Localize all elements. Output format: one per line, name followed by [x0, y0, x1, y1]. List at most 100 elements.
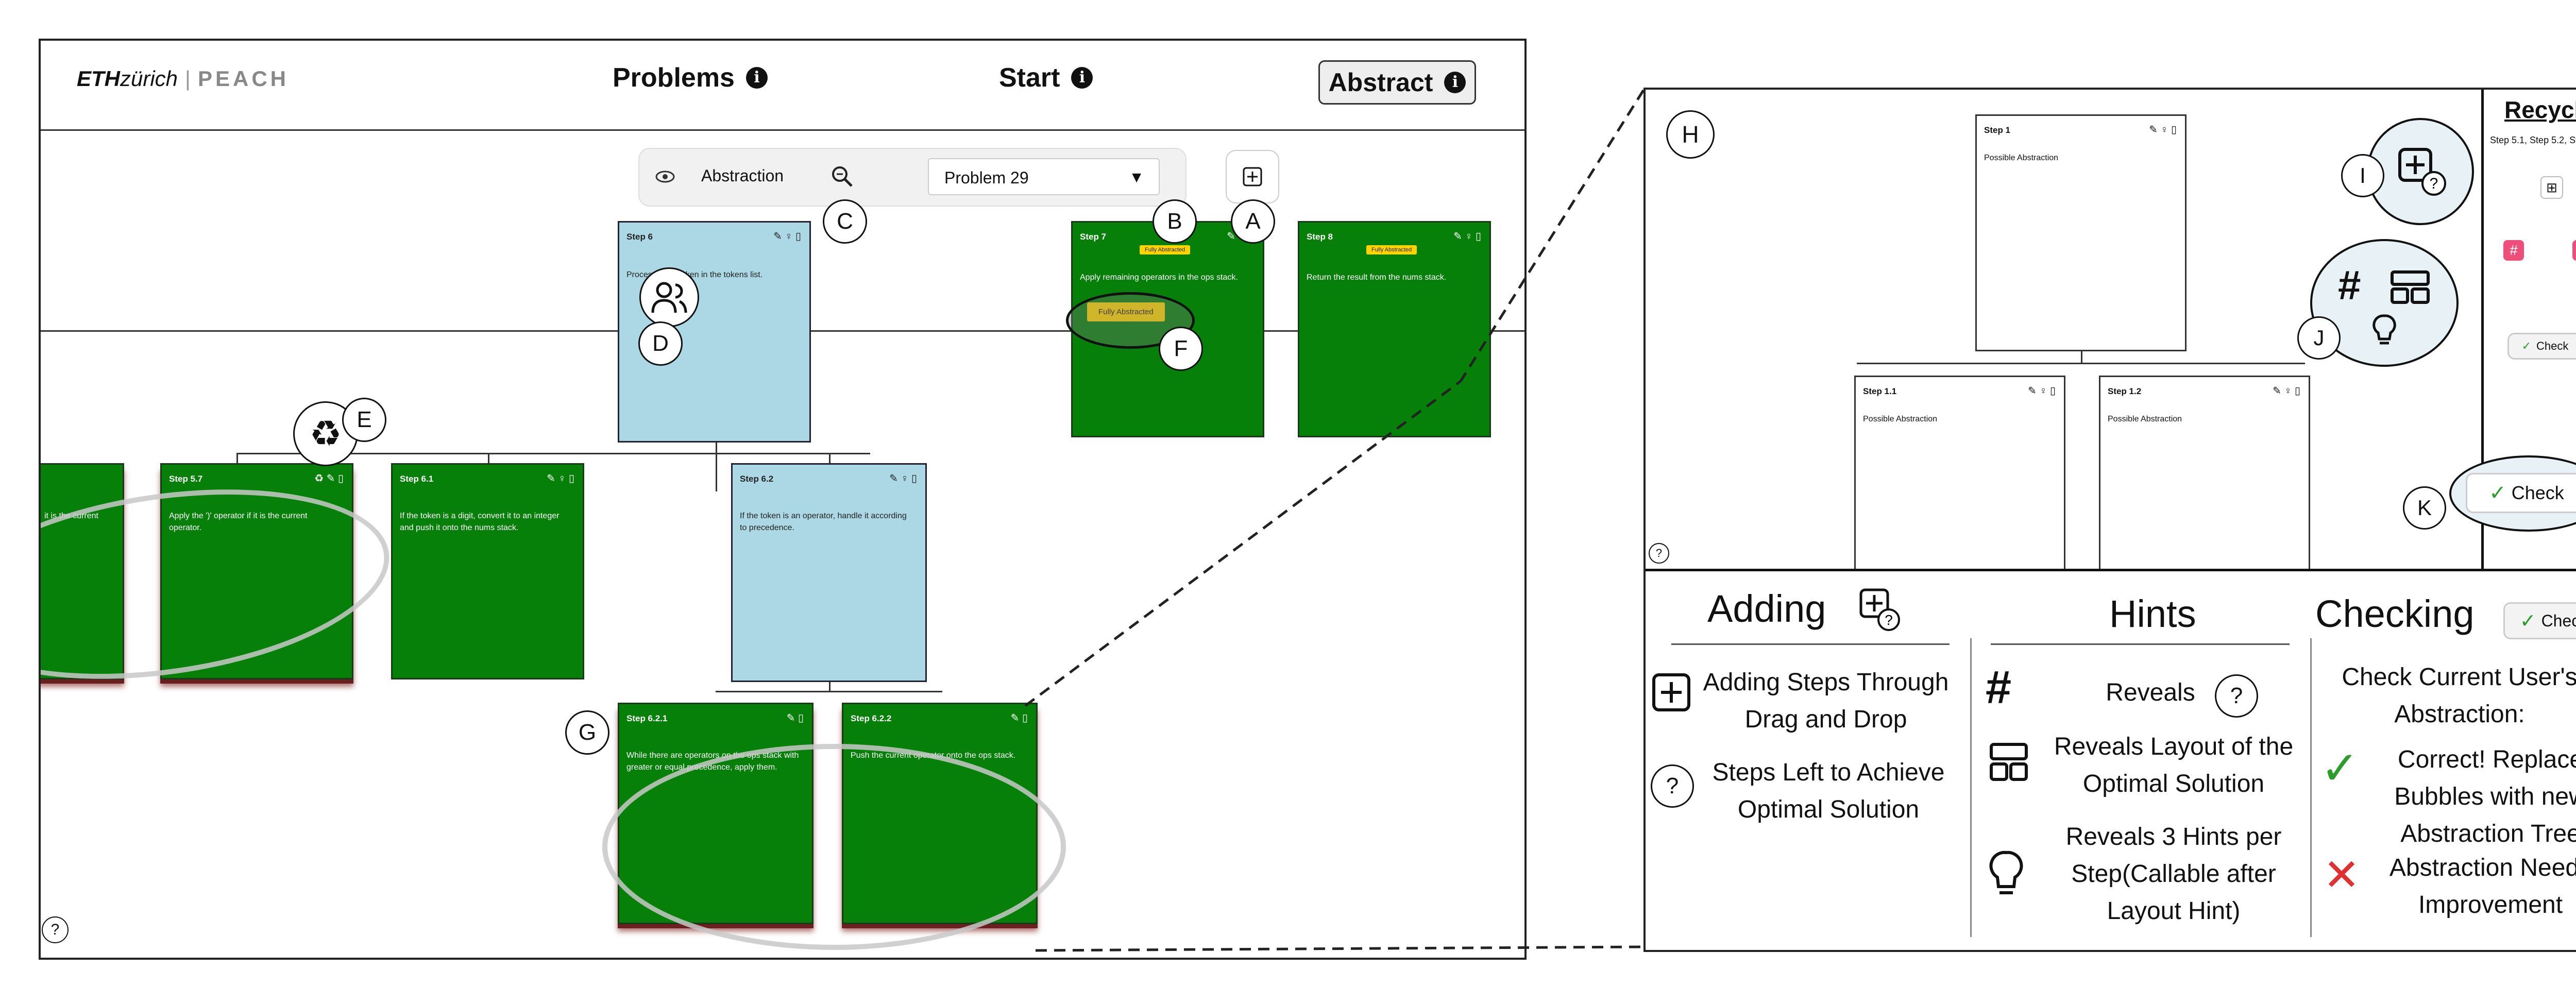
cross-icon: ✕ — [2323, 851, 2361, 900]
card-action-icons[interactable]: ✎ ♀ ▯ — [2028, 385, 2056, 397]
eye-icon[interactable] — [655, 166, 675, 187]
help-icon[interactable]: ? — [42, 916, 69, 943]
chevron-down-icon: ▼ — [1129, 169, 1144, 186]
card-action-icons[interactable]: ✎ ♀ ▯ — [889, 473, 917, 484]
tree-connector — [716, 443, 717, 491]
help-icon[interactable]: ? — [1649, 543, 1669, 564]
add-step-button[interactable] — [1226, 150, 1279, 203]
recycle-sidebar: Recycle × Step 5.1, Step 5.2, Step ... ⊞… — [2481, 90, 2576, 569]
step-card-5-7[interactable]: Step 5.7 ♻ ✎ ▯ Apply the ')' operator if… — [160, 463, 353, 679]
legend-hints-title: Hints — [2109, 592, 2196, 635]
info-icon[interactable]: i — [745, 67, 768, 89]
zoom-check-button: ✓Check — [2449, 455, 2576, 532]
lightbulb-icon — [1989, 851, 2023, 894]
recycle-steps-list[interactable]: Step 5.1, Step 5.2, Step ... — [2490, 135, 2576, 145]
question-circle-icon: ? — [2215, 674, 2258, 718]
plus-square-icon — [1243, 167, 1262, 186]
legend-adding-item-1: Adding Steps Through Drag and Drop — [1703, 669, 1949, 733]
legend-checking-wrong: Abstraction Needs Improvement — [2389, 854, 2576, 919]
card-action-icons[interactable]: ♻ ✎ ▯ — [314, 473, 344, 484]
info-icon[interactable]: i — [1444, 72, 1466, 93]
step-card-partial[interactable]: it is the current — [41, 463, 124, 679]
layout-icon — [1990, 743, 2028, 781]
users-icon — [651, 282, 687, 313]
lightbulb-icon — [2372, 314, 2396, 345]
check-button-small[interactable]: ✓Check — [2507, 333, 2576, 360]
detail-step-card-1[interactable]: Step 1 ✎ ♀ ▯ Possible Abstraction — [1975, 114, 2187, 351]
divider — [1991, 643, 2290, 645]
card-action-icons[interactable]: ✎ ♀ ▯ — [547, 473, 574, 484]
hash-icon: # — [2338, 262, 2361, 308]
detail-step-card-1-2[interactable]: Step 1.2 ✎ ♀ ▯ Possible Abstraction — [2099, 376, 2310, 571]
callout-users-icon — [639, 267, 699, 327]
checkmark-icon: ✓ — [2519, 610, 2536, 632]
checkmark-icon: ✓ — [2489, 482, 2506, 504]
legend-hints-item-2: Reveals Layout of the Optimal Solution — [2054, 733, 2294, 797]
step-card-6-2[interactable]: Step 6.2 ✎ ♀ ▯ If the token is an operat… — [731, 463, 927, 682]
layout-hint-button[interactable]: ⊟ — [2572, 240, 2576, 261]
legend-adding-title: Adding — [1707, 587, 1826, 630]
question-circle-icon: ? — [1651, 764, 1694, 808]
check-button[interactable]: ✓Check — [2503, 602, 2576, 639]
legend-hints-item-3: Reveals 3 Hints per Step(Callable after … — [2065, 823, 2282, 925]
card-action-icons[interactable]: ✎ ♀ ▯ — [1453, 231, 1481, 242]
callout-h: H — [1666, 110, 1715, 159]
info-icon[interactable]: i — [1071, 67, 1093, 89]
card-action-icons[interactable]: ✎ ▯ — [1010, 712, 1028, 724]
step-card-6-1[interactable]: Step 6.1 ✎ ♀ ▯ If the token is a digit, … — [391, 463, 584, 679]
legend-adding-item-2: Steps Left to Achieve Optimal Solution — [1712, 759, 1945, 823]
svg-text:?: ? — [1885, 612, 1893, 628]
problem-select[interactable]: Problem 29 ▼ — [928, 158, 1160, 195]
tree-connector — [1857, 363, 2305, 364]
legend-checking-title: Checking — [2315, 592, 2475, 635]
checkmark-icon: ✓ — [2521, 339, 2532, 352]
legend-checking-correct: Correct! Replace Bubbles with new Abstra… — [2394, 746, 2576, 847]
callout-c: C — [823, 199, 867, 244]
zoom-add-icon: ? — [2367, 118, 2474, 225]
card-action-icons[interactable]: ✎ ♀ ▯ — [773, 231, 801, 242]
callout-e: E — [342, 398, 386, 442]
callout-f: F — [1159, 327, 1203, 371]
abstraction-toolbar: Abstraction Problem 29 ▼ — [638, 148, 1187, 207]
tree-connector — [2081, 351, 2082, 363]
fully-abstracted-badge: Fully Abstracted — [1140, 245, 1191, 254]
divider — [1970, 638, 1972, 937]
checkmark-icon: ✓ — [2320, 743, 2360, 794]
plus-square-icon[interactable]: ⊞ — [2540, 176, 2563, 199]
divider — [1671, 643, 1950, 645]
svg-text:?: ? — [2430, 175, 2438, 192]
fully-abstracted-badge: Fully Abstracted — [1366, 245, 1417, 254]
callout-g: G — [565, 710, 609, 755]
tree-connector — [829, 682, 831, 692]
callout-k: K — [2403, 486, 2446, 530]
card-action-icons[interactable]: ✎ ▯ — [786, 712, 804, 724]
check-button-large[interactable]: ✓Check — [2466, 473, 2576, 513]
legend-section: Adding ? Adding Steps Through Drag and D… — [1646, 569, 2576, 950]
eth-peach-logo[interactable]: ETHzürich|PEACH — [77, 66, 289, 91]
card-action-icons[interactable]: ✎ ♀ ▯ — [2273, 385, 2300, 397]
card-action-icons[interactable]: ✎ ♀ ▯ — [2149, 124, 2177, 135]
mode-label: Abstraction — [701, 166, 784, 185]
plus-square-icon: ? — [2398, 148, 2446, 196]
hash-hint-button[interactable]: # — [2503, 240, 2524, 261]
callout-a: A — [1231, 199, 1275, 244]
callout-d: D — [638, 321, 683, 366]
callout-i: I — [2341, 154, 2384, 197]
divider — [2310, 638, 2312, 937]
highlight-grouped-steps — [602, 744, 1066, 950]
layout-icon — [2391, 270, 2430, 304]
callout-j: J — [2297, 316, 2341, 360]
add-question-icon: ? — [1859, 588, 1900, 631]
plus-square-icon — [1652, 673, 1690, 711]
callout-b: B — [1153, 199, 1197, 244]
detail-step-card-1-1[interactable]: Step 1.1 ✎ ♀ ▯ Possible Abstraction — [1854, 376, 2065, 571]
legend-checking-intro: Check Current User's Abstraction: — [2342, 664, 2576, 728]
zoom-search-icon[interactable] — [830, 164, 854, 188]
step-card-8[interactable]: Step 8 ✎ ♀ ▯ Fully Abstracted Return the… — [1298, 221, 1491, 437]
